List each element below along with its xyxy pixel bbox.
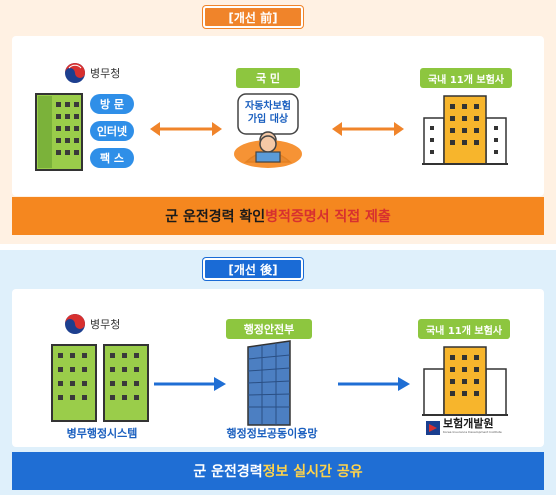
citizen-illustration xyxy=(234,93,302,168)
kidi-subtitle: Korea Insurance Development Institute xyxy=(443,430,502,434)
after-banner-highlight: 정보 실시간 공유 xyxy=(262,464,363,480)
citizen-label: 국 민 xyxy=(236,68,300,88)
insurer-label: 국내 11개 보험사 xyxy=(420,68,512,88)
before-tab: [개선 前] xyxy=(203,6,303,28)
channel-visit: 방 문 xyxy=(90,94,134,114)
after-card: 병무청 병무행정시스템 행정안전부 xyxy=(12,289,544,447)
insurer-building-icon xyxy=(422,95,508,165)
agency-name: 병무청 xyxy=(90,67,121,80)
after-tab: [개선 後] xyxy=(203,258,303,280)
kidi-logo: 보험개발원 Korea Insurance Development Instit… xyxy=(426,417,502,437)
double-arrow-right-icon xyxy=(332,122,404,136)
before-banner-highlight: 병적증명서 직접 제출 xyxy=(265,209,391,225)
ministry-label: 행정안전부 xyxy=(226,319,312,339)
system-label: 병무행정시스템 xyxy=(66,427,138,440)
after-banner-prefix: 군 운전경력 xyxy=(193,464,263,480)
kidi-mark-icon xyxy=(426,421,440,435)
taegeuk-icon xyxy=(64,62,86,84)
double-arrow-left-icon xyxy=(150,122,222,136)
mma-logo: 병무청 xyxy=(64,62,120,84)
before-banner: 군 운전경력 확인 병적증명서 직접 제출 xyxy=(12,197,544,235)
channel-internet: 인터넷 xyxy=(90,121,134,141)
before-banner-prefix: 군 운전경력 확인 xyxy=(165,209,266,225)
insurer-building-icon-2 xyxy=(422,346,508,416)
mma-building-icon xyxy=(35,93,83,171)
arrow-right-icon xyxy=(154,377,226,391)
after-banner: 군 운전경력 정보 실시간 공유 xyxy=(12,452,544,490)
agency-name-2: 병무청 xyxy=(90,318,121,331)
insurer-label-2: 국내 11개 보험사 xyxy=(418,319,510,339)
ministry-building-icon xyxy=(247,340,291,426)
channel-fax: 팩 스 xyxy=(90,148,134,168)
bubble-line-1: 자동차보험 xyxy=(245,101,291,112)
taegeuk-icon xyxy=(64,313,86,335)
before-card: 병무청 방 문 인터넷 팩 스 국 민 자동차보험 가입 대상 xyxy=(12,36,544,196)
mma-logo-2: 병무청 xyxy=(64,313,120,335)
mma-system-buildings-icon xyxy=(51,344,149,422)
kidi-name: 보험개발원 xyxy=(443,417,494,430)
network-label: 행정정보공동이용망 xyxy=(226,427,318,440)
bubble-line-2: 가입 대상 xyxy=(247,114,289,125)
arrow-right-icon-2 xyxy=(338,377,410,391)
